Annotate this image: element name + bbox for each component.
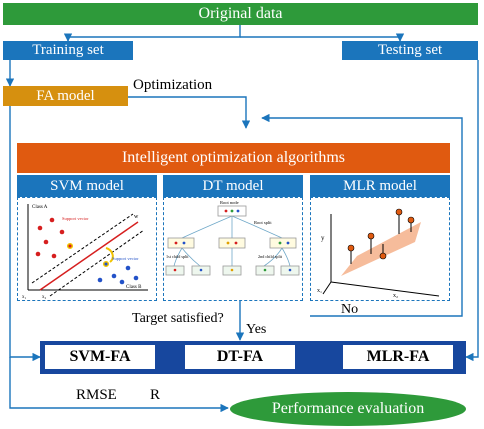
svm-hyperplane [39, 221, 139, 291]
class-b-point [125, 265, 131, 271]
class-a-point [35, 251, 41, 257]
svm-model-label: SVM model [50, 177, 124, 194]
dt-root-node-text: Root node [220, 200, 239, 205]
testing-set-label: Testing set [377, 42, 443, 58]
yes-label: Yes [246, 322, 267, 337]
class-b-point [119, 279, 125, 285]
svm-x1-text: x₁ [22, 295, 27, 299]
fa-model-box: FA model [3, 86, 128, 106]
mlr-model-label: MLR model [343, 177, 417, 194]
performance-evaluation-ellipse: Performance evaluation [230, 392, 466, 426]
testing-set-box: Testing set [342, 41, 478, 60]
class-a-point [59, 229, 65, 235]
mlr-x2-axis [330, 281, 440, 297]
mlr-diagram: y x₁ x₂ [317, 208, 440, 299]
mlr-points [347, 208, 415, 260]
svm-w-text: w [134, 214, 139, 220]
svm-x2-text: x₂ [42, 295, 47, 299]
performance-evaluation-label: Performance evaluation [271, 400, 425, 417]
r-label: R [150, 387, 161, 403]
svm-margin-bottom [49, 229, 145, 297]
class-a-text: Class A [32, 205, 48, 210]
dt-diagram: Root node Root split 1st child split 2nd… [165, 200, 300, 276]
dt-dots [173, 209, 292, 272]
svm-model-header: SVM model [17, 175, 157, 197]
dt-fa-label: DT-FA [216, 348, 264, 365]
original-data-box: Original data [3, 3, 478, 25]
dt-figure-frame: Root node Root split 1st child split 2nd… [163, 197, 303, 301]
dt-node [218, 237, 246, 249]
mlr-x1-axis [322, 281, 332, 295]
dt-fa-box: DT-FA [185, 345, 295, 369]
class-b-text: Class B [126, 285, 142, 290]
fa-model-label: FA model [36, 87, 95, 104]
mlr-model-header: MLR model [310, 175, 450, 197]
class-a-point [37, 225, 43, 231]
algorithms-header: Intelligent optimization algorithms [17, 143, 450, 173]
svm-diagram: Class A Support vector Support vector Cl… [22, 204, 148, 300]
class-b-point [97, 277, 103, 283]
algorithms-header-label: Intelligent optimization algorithms [121, 149, 346, 166]
dt-first-split-text: 1st child split [166, 254, 189, 259]
no-label: No [341, 302, 359, 317]
optimization-label: Optimization [133, 77, 213, 93]
mlr-fa-box: MLR-FA [343, 345, 453, 369]
svm-fa-label: SVM-FA [69, 348, 131, 365]
dt-node [269, 237, 297, 249]
dt-node [167, 237, 195, 249]
dt-root-split-text: Root split [254, 220, 272, 225]
mlr-fa-label: MLR-FA [366, 348, 430, 365]
dt-model-label: DT model [202, 177, 264, 194]
support-vector-a-text: Support vector [62, 216, 89, 221]
margin-bracket [105, 247, 114, 263]
class-b-point [133, 275, 139, 281]
rmse-label: RMSE [76, 387, 117, 403]
training-set-box: Training set [3, 41, 133, 60]
class-b-point [111, 273, 117, 279]
class-b-support-point [102, 260, 110, 268]
support-vector-b-text: Support vector [112, 256, 139, 261]
mlr-x1-text: x₁ [317, 288, 322, 294]
class-a-support-point [66, 242, 74, 250]
class-a-point [43, 239, 49, 245]
svm-figure-frame: Class A Support vector Support vector Cl… [17, 197, 157, 301]
dt-branches [173, 215, 291, 267]
mlr-figure-frame: y x₁ x₂ [310, 197, 450, 301]
svm-fa-box: SVM-FA [45, 345, 155, 369]
mlr-x2-text: x₂ [393, 293, 398, 299]
dt-second-split-text: 2nd child split [258, 254, 283, 259]
svm-margin-top [31, 213, 134, 284]
original-data-label: Original data [198, 5, 283, 22]
class-a-point [49, 217, 55, 223]
class-a-point [51, 253, 57, 259]
training-set-label: Training set [32, 42, 104, 58]
mlr-y-text: y [321, 234, 325, 242]
dt-model-header: DT model [163, 175, 303, 197]
target-satisfied-label: Target satisfied? [132, 311, 224, 326]
regression-plane [341, 222, 421, 276]
